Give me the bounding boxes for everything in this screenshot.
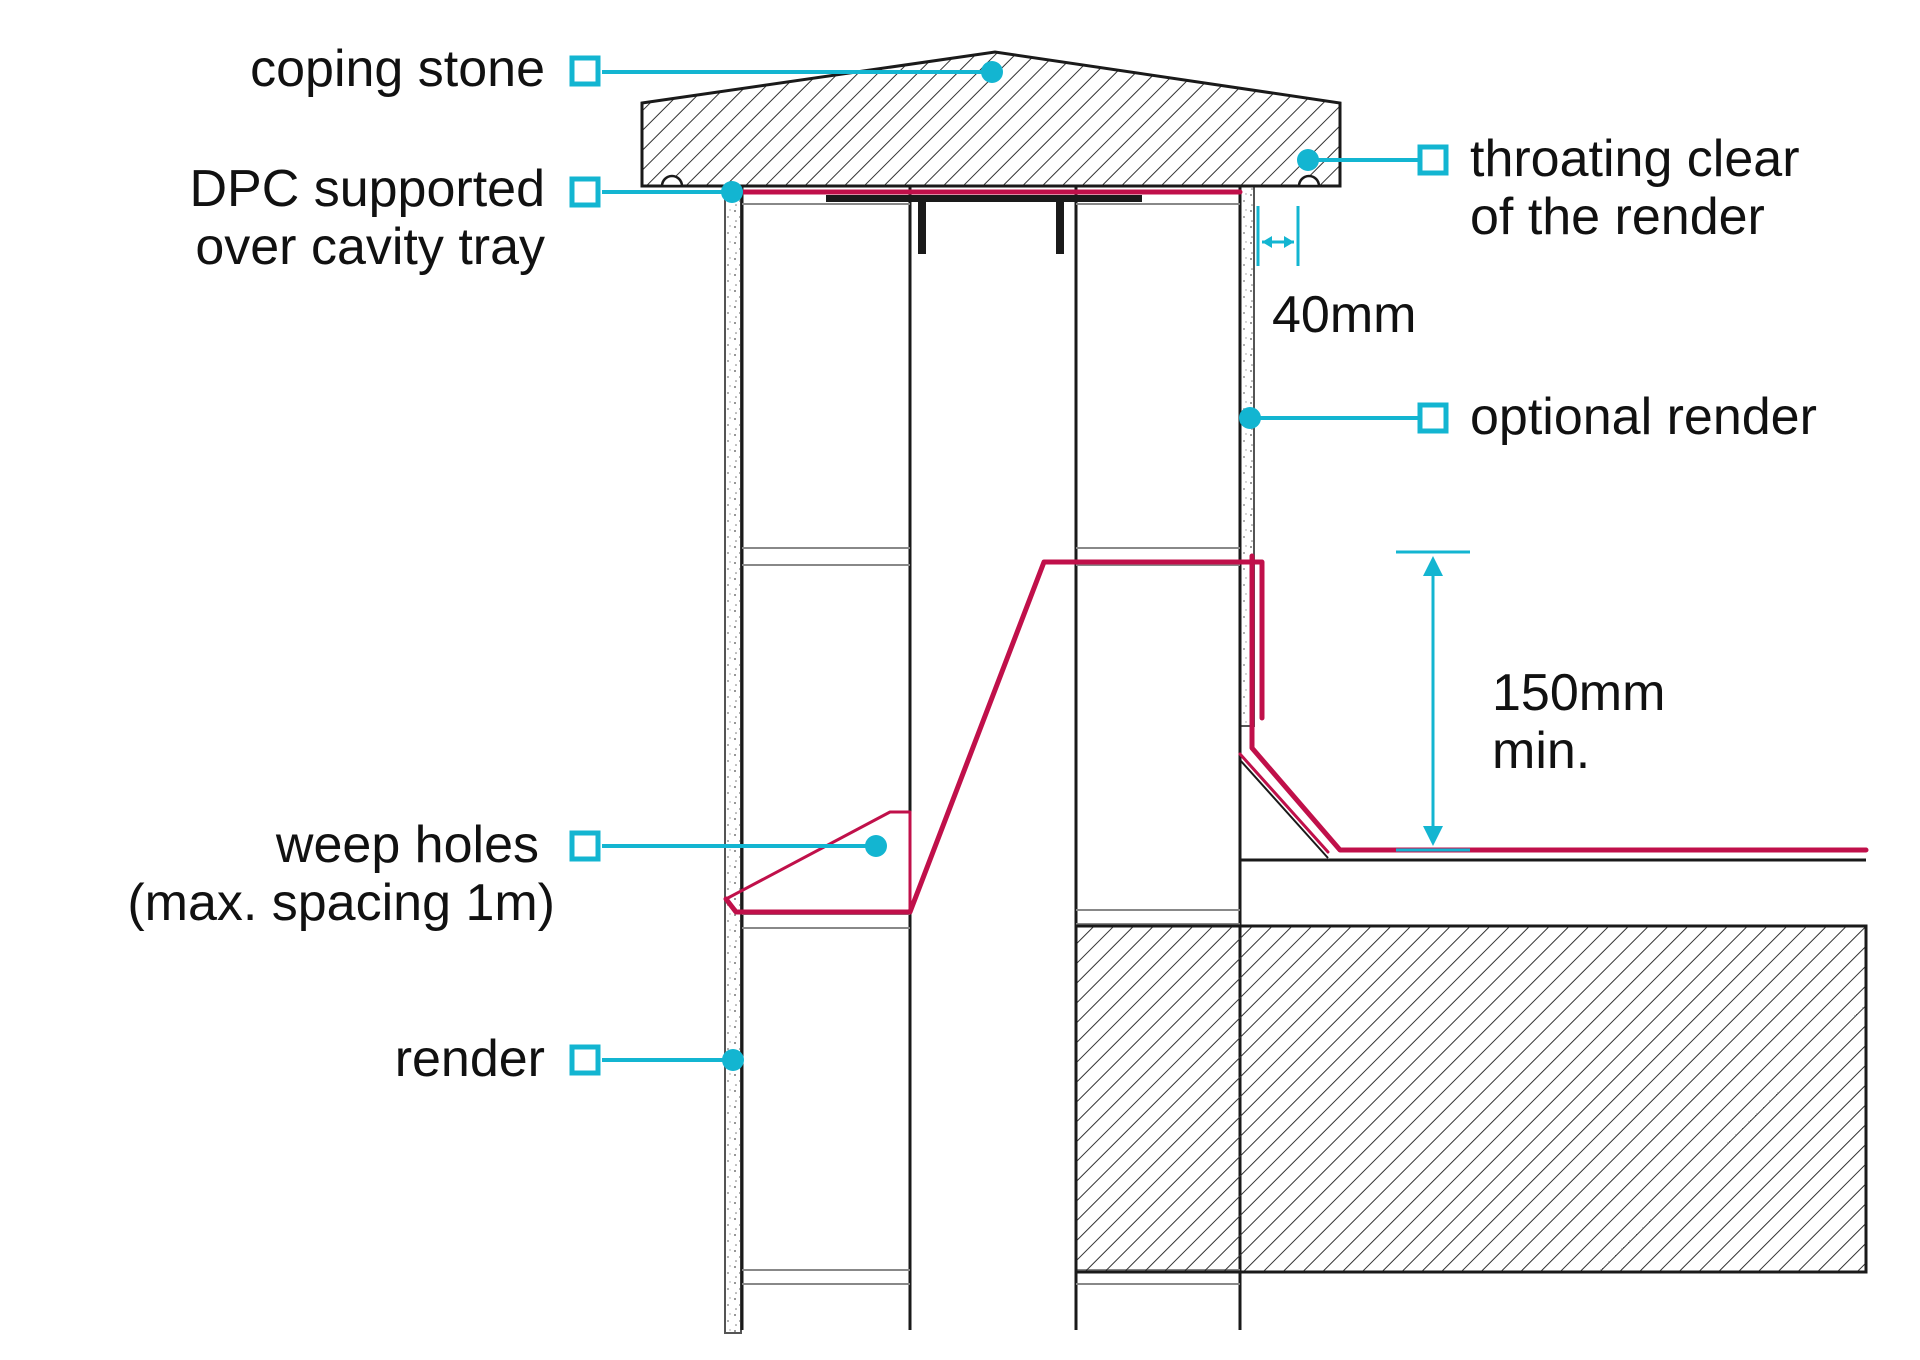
wall-ties	[826, 195, 1142, 254]
label-dpc-line2: over cavity tray	[195, 218, 545, 276]
throating-groove-right	[1297, 174, 1321, 188]
label-dim-40mm: 40mm	[1272, 286, 1416, 344]
label-dpc: DPC supported over cavity tray	[189, 160, 545, 276]
callout-markers	[569, 55, 1449, 1076]
label-throating: throating clear of the render	[1470, 130, 1800, 246]
roof-construction	[1074, 759, 1868, 1274]
label-weep-line1: weep holes	[275, 816, 539, 874]
label-dpc-line1: DPC supported	[189, 160, 545, 218]
callout-dot-dpc	[721, 181, 743, 203]
label-optional-render-text: optional render	[1470, 388, 1817, 446]
label-weep-line2: (max. spacing 1m)	[127, 874, 555, 932]
label-dim-150mm-line2: min.	[1492, 722, 1591, 780]
label-throating-line2: of the render	[1470, 188, 1765, 246]
throating-groove-left	[660, 174, 684, 188]
weep-hole-stop	[724, 810, 912, 914]
label-render-text: render	[394, 1030, 545, 1088]
marker-optional-render	[1417, 402, 1449, 434]
marker-throating	[1417, 144, 1449, 176]
marker-dpc	[569, 176, 601, 208]
roof-upstand	[1249, 553, 1869, 853]
callout-dot-optional-render	[1239, 407, 1261, 429]
label-coping-stone-text: coping stone	[250, 40, 545, 98]
label-coping-stone: coping stone	[250, 40, 545, 98]
marker-coping-stone	[569, 55, 601, 87]
callout-dot-weep-holes	[865, 835, 887, 857]
dimension-150mm	[1396, 550, 1470, 852]
dimension-40mm	[1256, 206, 1300, 266]
cavity-tray	[723, 559, 1265, 915]
label-optional-render: optional render	[1470, 388, 1817, 446]
label-render: render	[395, 1030, 545, 1088]
coping-stone	[640, 50, 1342, 188]
label-dim-40mm-text: 40mm	[1272, 286, 1417, 344]
marker-render	[569, 1044, 601, 1076]
dpc-membranes	[723, 189, 1869, 915]
callout-dot-throating	[1297, 149, 1319, 171]
callout-leaders	[602, 61, 1418, 1071]
label-dim-150mm-line1: 150mm	[1492, 664, 1666, 722]
label-dim-150mm: 150mm min.	[1492, 664, 1665, 780]
external-render-left	[724, 185, 742, 1334]
marker-weep-holes	[569, 830, 601, 862]
callout-dot-render	[722, 1049, 744, 1071]
label-throating-line1: throating clear	[1470, 130, 1800, 188]
callout-dot-coping-stone	[981, 61, 1003, 83]
label-weep-holes: weep holes (max. spacing 1m)	[127, 816, 555, 932]
